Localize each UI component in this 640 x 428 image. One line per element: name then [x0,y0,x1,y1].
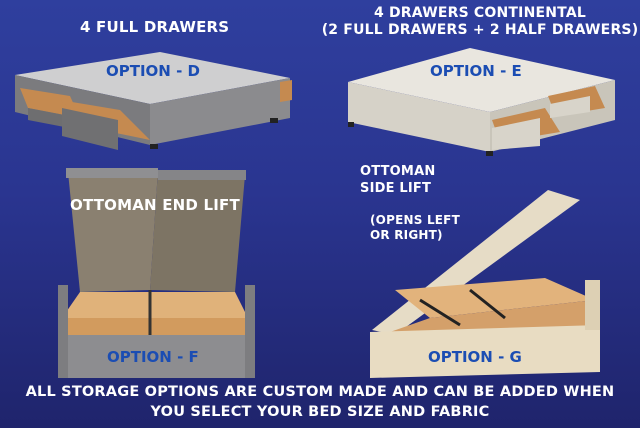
heading-line-1: 4 DRAWERS CONTINENTAL [373,5,587,21]
side-lift-note: (OPENS LEFT OR RIGHT) [370,213,460,243]
option-d-label: OPTION - D [106,62,200,80]
option-e-label: OPTION - E [430,62,522,80]
heading-line-2: (2 FULL DRAWERS + 2 HALF DRAWERS) [321,22,639,38]
note-line-1: (OPENS LEFT [370,213,460,227]
option-f-label: OPTION - F [107,348,199,366]
footer-line-2: YOU SELECT YOUR BED SIZE AND FABRIC [150,404,490,420]
heading-4-drawers-continental: 4 DRAWERS CONTINENTAL (2 FULL DRAWERS + … [320,5,640,39]
bed-option-f-image [58,168,255,378]
footer-note: ALL STORAGE OPTIONS ARE CUSTOM MADE AND … [0,382,640,422]
heading-line-1: OTTOMAN [360,164,436,179]
heading-4-full-drawers: 4 FULL DRAWERS [80,18,230,36]
bed-option-d-image [15,52,292,150]
footer-line-1: ALL STORAGE OPTIONS ARE CUSTOM MADE AND … [25,384,615,400]
bed-option-e-image [348,48,615,156]
bed-option-g-image [370,190,600,378]
heading-ottoman-end-lift: OTTOMAN END LIFT [70,196,240,214]
note-line-2: OR RIGHT) [370,228,443,242]
heading-line-2: SIDE LIFT [360,181,432,196]
option-g-label: OPTION - G [428,348,522,366]
heading-ottoman-side-lift: OTTOMAN SIDE LIFT [360,163,435,197]
